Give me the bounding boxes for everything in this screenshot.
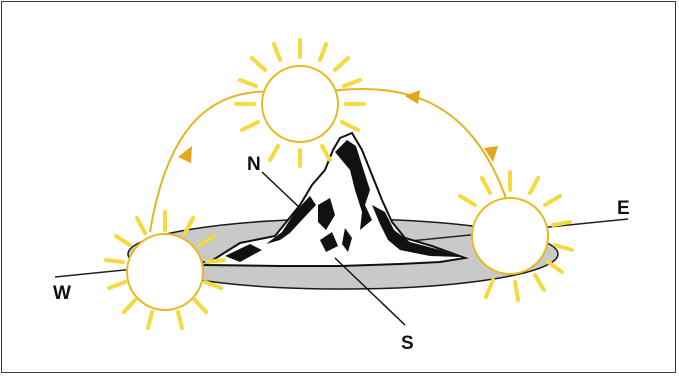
arrow-icon — [405, 90, 420, 104]
north-pointer — [262, 172, 300, 208]
arrow-icon — [178, 146, 192, 163]
label-east: E — [617, 198, 630, 219]
mountain-icon — [205, 133, 465, 266]
label-north: N — [247, 154, 261, 175]
label-west: W — [53, 283, 71, 304]
arrow-icon — [484, 146, 498, 162]
label-south: S — [401, 333, 414, 354]
